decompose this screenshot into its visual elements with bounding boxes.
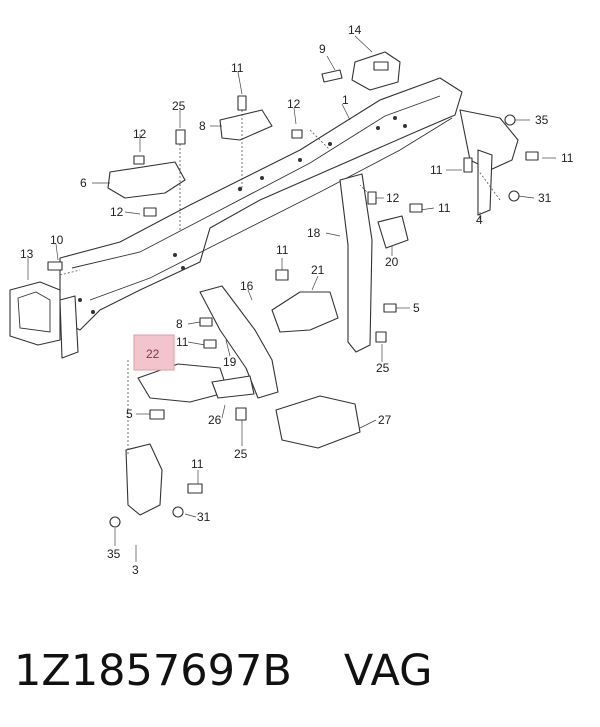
callout-13: 13 <box>20 247 34 261</box>
cross-member <box>59 77 463 331</box>
callout-5: 5 <box>126 407 133 421</box>
callout-10: 10 <box>50 233 64 247</box>
callout-11: 11 <box>438 201 451 215</box>
callout-4: 4 <box>476 213 483 227</box>
callout-1: 1 <box>342 93 349 107</box>
callout-31: 31 <box>197 510 211 524</box>
callout-20: 20 <box>385 255 399 269</box>
highlight-box-22 <box>133 334 175 371</box>
fastener-bolts <box>47 61 539 528</box>
left-end-bracket <box>9 281 79 359</box>
exploded-parts-diagram: 14 9 11 25 12 1 8 12 35 11 11 6 12 31 12… <box>9 23 574 577</box>
callout-12: 12 <box>133 127 147 141</box>
callout-12: 12 <box>110 205 124 219</box>
callout-9: 8 <box>199 119 206 133</box>
part-footer: 1Z1857697B VAG <box>14 636 432 706</box>
bracket-21 <box>271 291 339 333</box>
callout-5: 5 <box>413 301 420 315</box>
callout-31: 31 <box>538 191 552 205</box>
right-end-bracket <box>351 51 519 216</box>
callout-25: 25 <box>234 447 248 461</box>
callout-12: 12 <box>386 191 400 205</box>
callout-25: 25 <box>172 99 186 113</box>
callout-16: 16 <box>240 279 254 293</box>
brand-name: VAG <box>343 646 433 696</box>
callout-8: 6 <box>80 176 87 190</box>
part-number: 1Z1857697B <box>14 646 292 696</box>
bracket-26 <box>211 375 255 399</box>
bracket-8 <box>107 161 186 199</box>
bracket-20 <box>377 215 409 249</box>
callout-18: 18 <box>307 226 321 240</box>
callout-11: 11 <box>561 151 574 165</box>
callout-35: 35 <box>535 113 549 127</box>
callout-21: 21 <box>311 263 325 277</box>
callout-3: 3 <box>132 563 139 577</box>
callout-25: 25 <box>376 361 390 375</box>
callout-19: 19 <box>223 355 237 369</box>
callout-27: 27 <box>378 413 392 427</box>
latch-carrier-16 <box>199 285 279 399</box>
callout-11: 11 <box>176 335 189 349</box>
leader-lines <box>27 35 556 562</box>
callout-11: 11 <box>276 243 289 257</box>
callout-6: 8 <box>176 317 183 331</box>
callout-11: 11 <box>231 61 244 75</box>
callout-26: 26 <box>208 413 222 427</box>
support-3 <box>125 443 163 516</box>
strut-18 <box>339 173 373 353</box>
callout-22: 22 <box>146 347 160 361</box>
bracket-9 <box>219 109 273 141</box>
callout-10: 9 <box>319 42 326 56</box>
callout-12: 12 <box>287 97 301 111</box>
callout-11: 11 <box>430 163 443 177</box>
callout-11: 11 <box>191 457 204 471</box>
callout-35: 35 <box>107 547 121 561</box>
bracket-27 <box>275 395 361 449</box>
callout-labels: 14 9 11 25 12 1 8 12 35 11 11 6 12 31 12… <box>20 23 574 577</box>
callout-14: 14 <box>348 23 362 37</box>
